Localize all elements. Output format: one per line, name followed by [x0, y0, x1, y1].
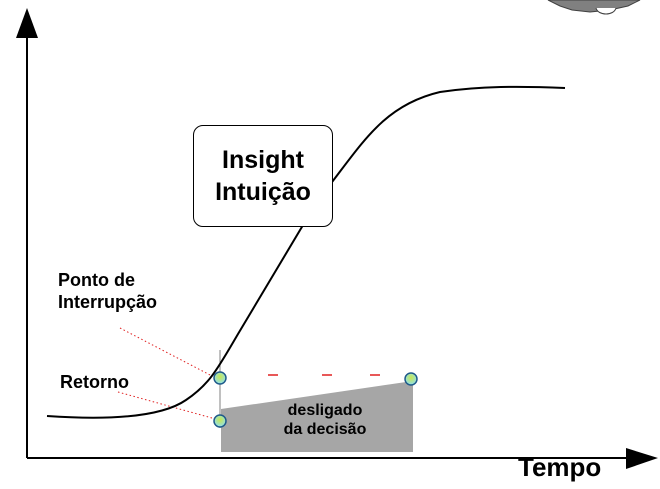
- return-node: [213, 414, 227, 428]
- breakpoint-label: Ponto de Interrupção: [58, 270, 157, 313]
- intuition-label: Intuição: [215, 178, 311, 206]
- time-axis-label: Tempo: [518, 452, 602, 482]
- breakpoint-node: [213, 371, 227, 385]
- disconnected-label-line2: da decisão: [283, 421, 367, 438]
- disconnected-label: desligado da decisão: [263, 401, 387, 439]
- y-axis: [16, 8, 38, 458]
- satellite-dish-icon: [547, 0, 641, 15]
- breakpoint-label-line1: Ponto de: [58, 270, 135, 290]
- breakpoint-label-line2: Interrupção: [58, 291, 158, 312]
- end-node: [404, 372, 418, 386]
- leader-lines: [117, 327, 213, 419]
- disconnected-label-line1: desligado: [287, 402, 363, 419]
- insight-label: Insight: [222, 146, 304, 174]
- x-axis: [27, 448, 658, 469]
- return-label: Retorno: [60, 372, 129, 392]
- insight-box: Insight Intuição: [193, 125, 333, 227]
- disconnected-area: [221, 381, 413, 452]
